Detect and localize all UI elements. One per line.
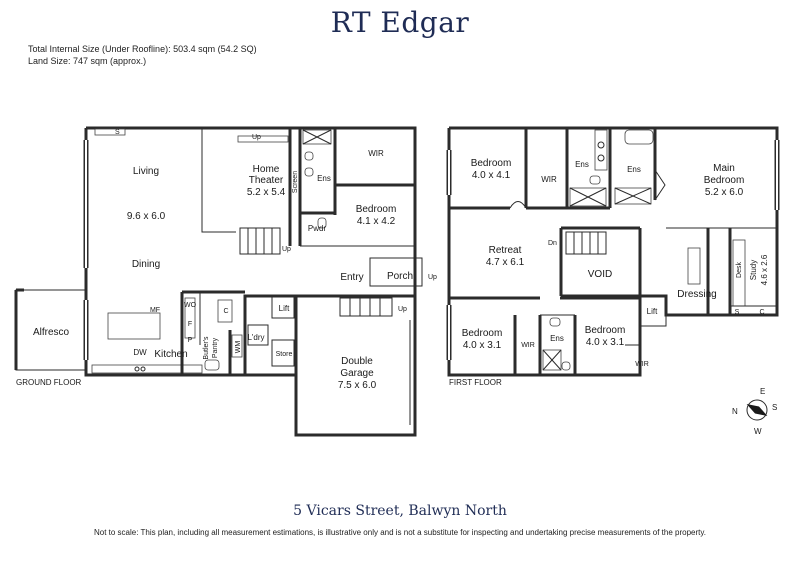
compass-w: W xyxy=(754,427,762,436)
lift-label: Lift xyxy=(279,304,290,313)
up-label-garage: Up xyxy=(398,306,407,313)
theater-stairs xyxy=(239,227,281,255)
up-label-theater-stairs: Up xyxy=(282,246,291,253)
kitchen-island xyxy=(107,312,161,340)
ff-bedroom2-label: Bedroom xyxy=(462,328,503,339)
ground-bedroom-dims: 4.1 x 4.2 xyxy=(357,216,396,227)
study-label: Study xyxy=(749,260,758,280)
up-label-theater: Up xyxy=(252,134,261,141)
retreat-label: Retreat xyxy=(489,245,522,256)
brand-logo: RT Edgar xyxy=(330,6,470,39)
ff-bedroom2-dims: 4.0 x 3.1 xyxy=(463,340,502,351)
ff-wir3-label: WIR xyxy=(635,361,649,368)
garage-dims: 7.5 x 6.0 xyxy=(338,380,377,391)
pwdr-label: Pwdr xyxy=(308,224,327,233)
ground-floor-caption: GROUND FLOOR xyxy=(16,378,82,387)
ff-wir2-label: WIR xyxy=(521,342,535,349)
laundry-label: L'dry xyxy=(247,333,264,342)
first-floor-caption: FIRST FLOOR xyxy=(449,378,502,387)
ff-ens3-label: Ens xyxy=(550,334,564,343)
ff-wir1-label: WIR xyxy=(541,175,557,184)
garage-walls xyxy=(294,296,417,437)
ff-bedroom1-label: Bedroom xyxy=(471,158,512,169)
first-floor-plan: Bedroom 4.0 x 4.1 WIR Ens Ens Main Bedro… xyxy=(446,126,780,387)
home-theater-dims: 5.2 x 5.4 xyxy=(247,187,286,198)
ff-bedroom3-dims: 4.0 x 3.1 xyxy=(586,337,625,348)
ff-c-label: C xyxy=(759,309,764,316)
porch-label: Porch xyxy=(387,271,413,282)
compass-s: S xyxy=(772,403,777,412)
ground-ens-label: Ens xyxy=(317,174,331,183)
fixture-s-living: S xyxy=(115,129,120,136)
ff-ens2-label: Ens xyxy=(627,165,641,174)
butlers-pantry-label: Butler's xyxy=(203,336,210,360)
ff-s-label: S xyxy=(735,309,740,316)
living-label: Living xyxy=(133,166,159,177)
home-theater-label-2: Theater xyxy=(249,175,284,186)
ff-bedroom3-label: Bedroom xyxy=(585,325,626,336)
compass-n: N xyxy=(732,407,738,416)
store-label: Store xyxy=(276,351,293,358)
ground-floor-plan: S Up Up xyxy=(14,126,437,437)
compass-e: E xyxy=(760,387,765,396)
alfresco-label: Alfresco xyxy=(33,327,70,338)
garage-label: Double xyxy=(341,356,373,367)
mf-label: MF xyxy=(150,307,160,314)
living-dims: 9.6 x 6.0 xyxy=(127,211,166,222)
land-size: Land Size: 747 sqm (approx.) xyxy=(28,56,147,66)
up-label-porch: Up xyxy=(428,274,437,281)
retreat-dims: 4.7 x 6.1 xyxy=(486,257,525,268)
ground-bedroom-label: Bedroom xyxy=(356,204,397,215)
p-label: P xyxy=(188,337,193,344)
ff-ens1-label: Ens xyxy=(575,160,589,169)
butlers-pantry-label-2: Pantry xyxy=(212,337,219,358)
internal-size: Total Internal Size (Under Roofline): 50… xyxy=(28,44,257,54)
study-dims: 4.6 x 2.6 xyxy=(760,254,769,285)
ground-wir-label: WIR xyxy=(368,149,384,158)
main-bedroom-label: Main xyxy=(713,163,735,174)
dw-label: DW xyxy=(133,348,147,357)
home-theater-label: Home xyxy=(253,164,280,175)
desk-label: Desk xyxy=(736,262,743,278)
disclaimer-text: Not to scale: This plan, including all m… xyxy=(93,528,707,537)
dn-label: Dn xyxy=(548,240,557,247)
wm-label: WM xyxy=(235,341,242,354)
size-info: Total Internal Size (Under Roofline): 50… xyxy=(28,43,257,67)
dining-label: Dining xyxy=(132,259,160,270)
c-label: C xyxy=(223,308,228,315)
kitchen-label: Kitchen xyxy=(154,349,187,360)
ff-bedroom1-dims: 4.0 x 4.1 xyxy=(472,170,511,181)
void-label: VOID xyxy=(588,269,612,280)
entry-label: Entry xyxy=(340,272,363,283)
wo-label: WO xyxy=(184,302,197,309)
screen-label: Screen xyxy=(292,171,299,193)
ff-lift-label: Lift xyxy=(647,307,658,316)
main-bedroom-label-2: Bedroom xyxy=(704,175,745,186)
garage-stairs xyxy=(339,297,393,317)
main-bedroom-dims: 5.2 x 6.0 xyxy=(705,187,744,198)
compass-icon: E S W N xyxy=(732,387,777,436)
garage-label-2: Garage xyxy=(340,368,374,379)
f-label: F xyxy=(188,321,192,328)
first-floor-stairs xyxy=(565,231,607,255)
porch-area xyxy=(369,257,423,287)
property-address: 5 Vicars Street, Balwyn North xyxy=(293,503,507,519)
dressing-label: Dressing xyxy=(677,289,716,300)
